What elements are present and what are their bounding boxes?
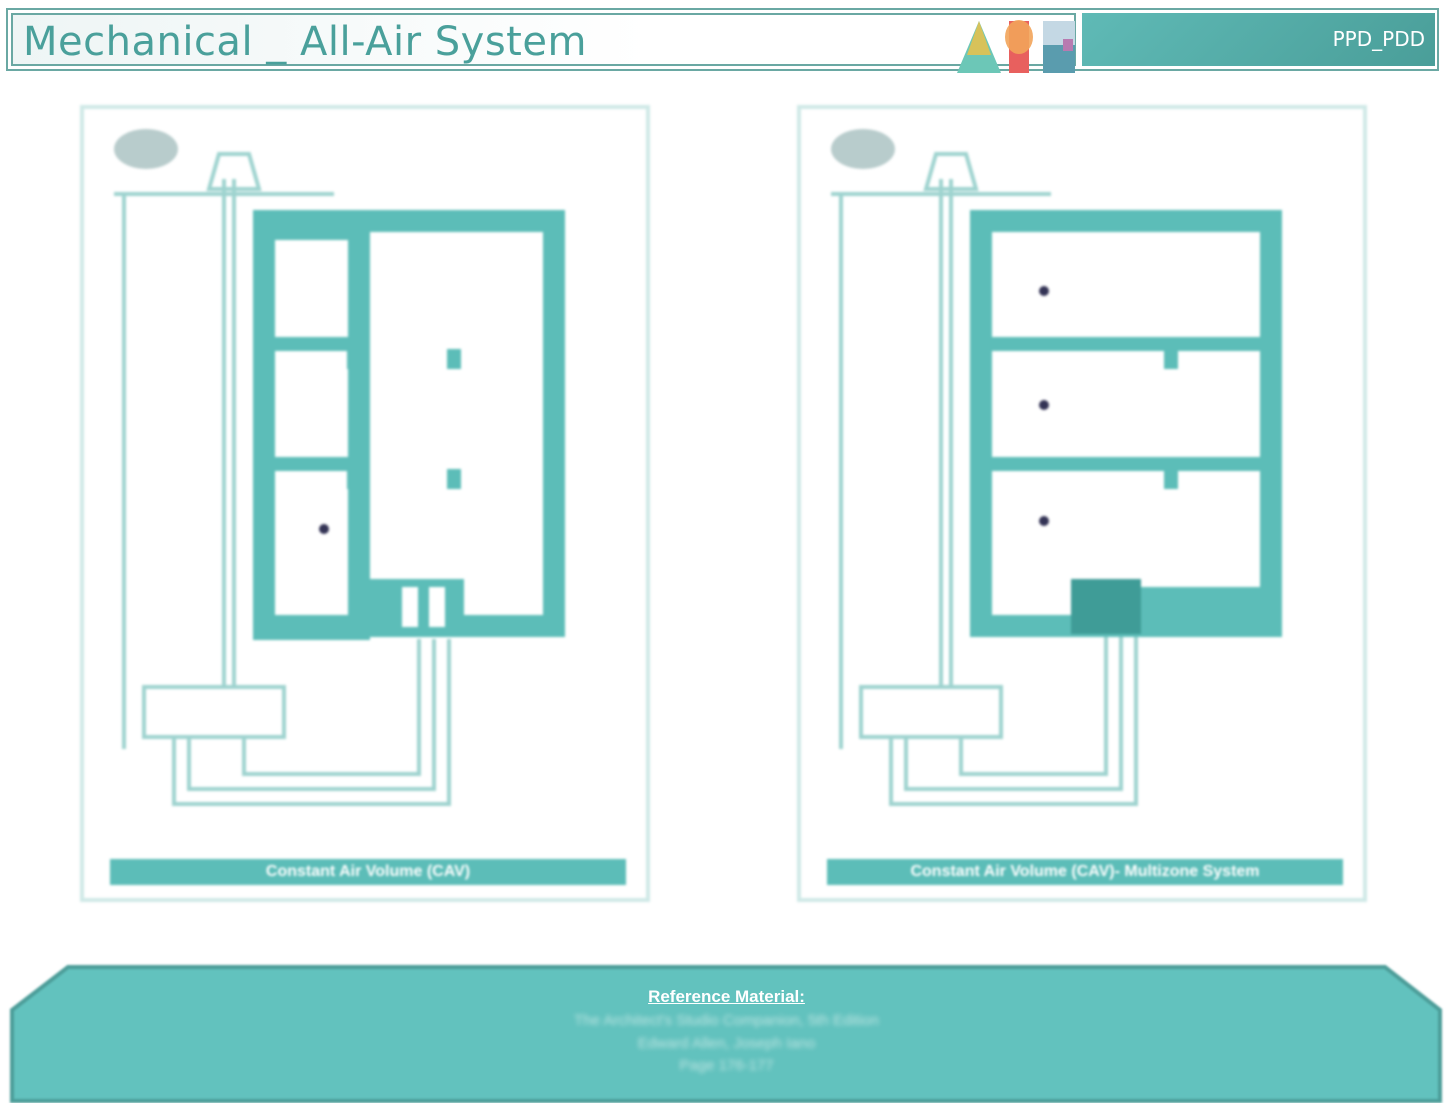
cav-diagram-panel: Constant Air Volume (CAV) [80, 105, 650, 902]
page-title: Mechanical _ All-Air System [23, 19, 587, 65]
cav-diagram [114, 129, 565, 806]
cav-multizone-diagram-panel: Constant Air Volume (CAV)- Multizone Sys… [797, 105, 1367, 902]
banner-shape [10, 965, 1442, 1103]
panel-caption: Constant Air Volume (CAV) [110, 859, 626, 885]
header: Mechanical _ All-Air System PPD_PDD [6, 8, 1439, 73]
title-box: Mechanical _ All-Air System [11, 13, 1076, 73]
reference-line: Page 176-177 [679, 1057, 774, 1074]
logo-icon [957, 20, 1075, 73]
cav-multizone-diagram [831, 129, 1282, 806]
document-code: PPD_PDD [1332, 27, 1425, 51]
panel-caption: Constant Air Volume (CAV)- Multizone Sys… [827, 859, 1343, 885]
reference-material-banner: Reference Material: The Architect's Stud… [8, 965, 1445, 1103]
code-box: PPD_PDD [1082, 13, 1435, 66]
reference-line: Edward Allen, Joseph Iano [637, 1035, 816, 1052]
reference-title: Reference Material: [648, 987, 805, 1006]
reference-line: The Architect's Studio Companion, 5th Ed… [574, 1012, 879, 1029]
